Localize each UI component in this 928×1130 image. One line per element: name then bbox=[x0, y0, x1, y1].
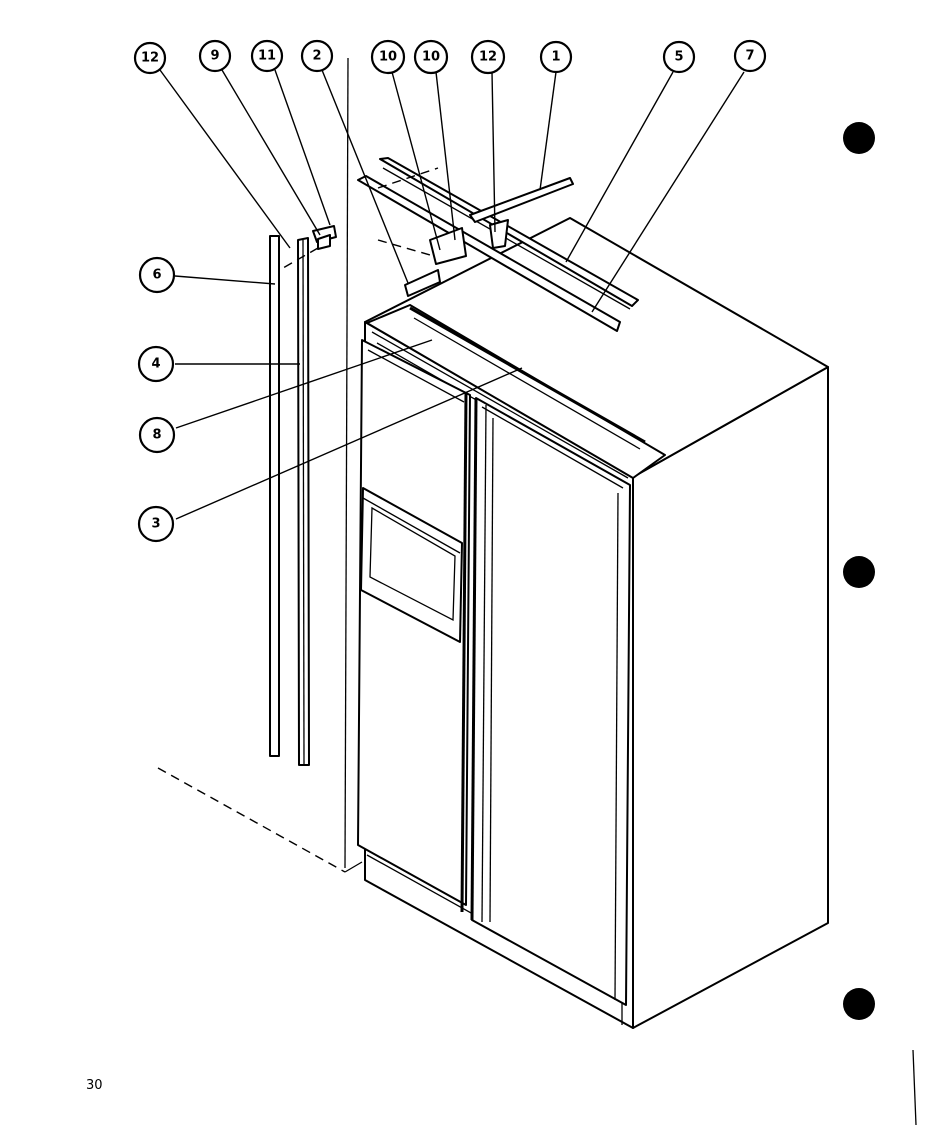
side-trim-panel bbox=[157, 57, 363, 873]
trim-strip-6 bbox=[269, 235, 280, 757]
callout-label: 3 bbox=[151, 517, 160, 532]
punch-hole-bottom bbox=[843, 988, 875, 1020]
punch-hole-middle bbox=[843, 556, 875, 588]
freezer-door bbox=[357, 339, 471, 906]
callout-9: 9 bbox=[198, 39, 232, 73]
callout-11: 11 bbox=[250, 39, 284, 73]
callout-label: 12 bbox=[479, 50, 497, 65]
callout-10-left: 10 bbox=[370, 39, 406, 75]
callout-label: 2 bbox=[312, 49, 321, 64]
callout-label: 7 bbox=[745, 49, 754, 64]
callout-5: 5 bbox=[662, 40, 696, 74]
callout-label: 12 bbox=[141, 51, 159, 66]
callout-label: 10 bbox=[422, 50, 440, 65]
callout-label: 11 bbox=[258, 49, 276, 64]
callout-label: 6 bbox=[152, 268, 161, 283]
callout-1: 1 bbox=[539, 40, 573, 74]
callout-label: 5 bbox=[674, 50, 683, 65]
callout-label: 4 bbox=[151, 357, 160, 372]
leader-lines bbox=[159, 69, 745, 520]
center-mullion bbox=[460, 391, 487, 923]
callout-2: 2 bbox=[300, 39, 334, 73]
callout-8: 8 bbox=[138, 416, 176, 454]
callout-10-right: 10 bbox=[413, 39, 449, 75]
callout-7: 7 bbox=[733, 39, 767, 73]
callout-12-left: 12 bbox=[133, 41, 167, 75]
scan-edge-mark bbox=[912, 1049, 917, 1126]
callout-3: 3 bbox=[137, 505, 175, 543]
callout-label: 9 bbox=[210, 49, 219, 64]
callout-label: 8 bbox=[152, 428, 161, 443]
top-rail-assembly bbox=[357, 157, 639, 332]
callout-6: 6 bbox=[138, 256, 176, 294]
punch-hole-top bbox=[843, 122, 875, 154]
callout-label: 10 bbox=[379, 50, 397, 65]
page-number: 30 bbox=[86, 1078, 103, 1093]
callout-label: 1 bbox=[551, 50, 560, 65]
callout-4: 4 bbox=[137, 345, 175, 383]
bracket-9-11 bbox=[282, 225, 337, 269]
trim-strip-4 bbox=[297, 237, 310, 766]
fresh-food-door bbox=[471, 397, 631, 1006]
callout-12-right: 12 bbox=[470, 39, 506, 75]
dispenser-recess bbox=[360, 487, 463, 643]
